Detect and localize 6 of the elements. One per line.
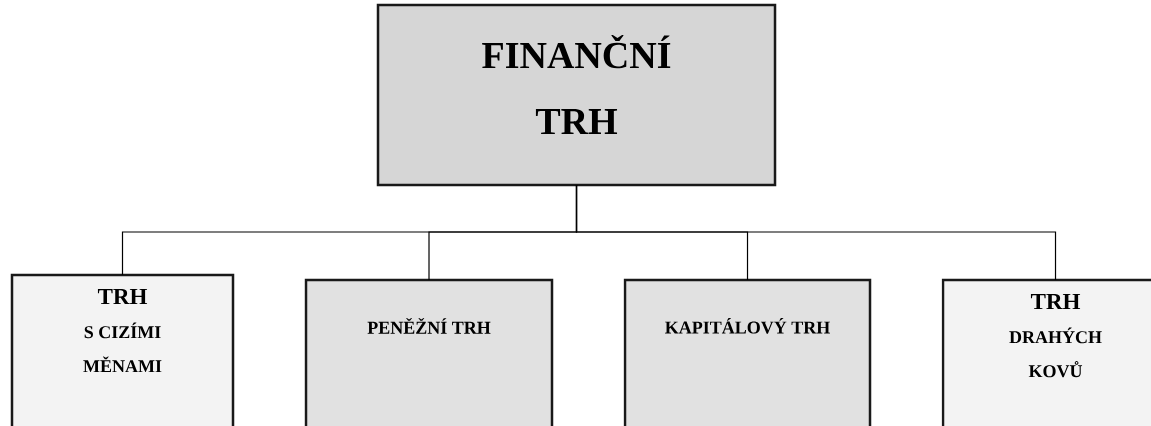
category-box: PENĚŽNÍ TRH bbox=[304, 278, 554, 426]
category-box: TRH S CIZÍMI MĚNAMI bbox=[10, 273, 235, 426]
category-box: FINANČNÍ TRH bbox=[376, 3, 777, 187]
category-box: KAPITÁLOVÝ TRH bbox=[623, 278, 872, 426]
connector-line bbox=[575, 184, 1057, 281]
category-box: TRH DRAHÝCH KOVŮ bbox=[941, 278, 1151, 426]
